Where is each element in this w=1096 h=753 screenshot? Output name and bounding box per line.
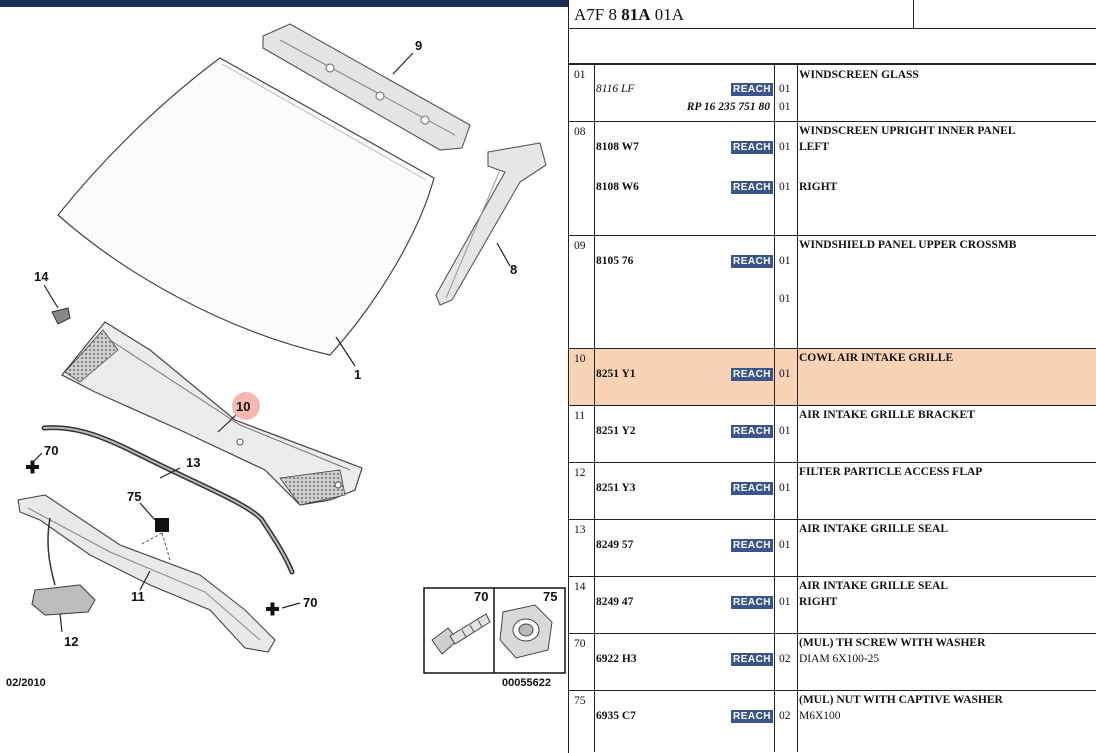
table-row-75[interactable]: 75 6935 C7 REACH 02 (MUL) NUT WITH CAPTI… [569,691,1096,752]
table-subheader [569,29,1096,65]
cowl-grille-part[interactable] [61,321,363,506]
grille-seal-part[interactable] [41,425,295,575]
parts-diagram: 9 8 1 14 10 13 75 70 11 12 70 02/2010 00… [0,0,568,689]
table-row-10[interactable]: 10 8251 Y1 REACH 01 COWL AIR INTAKE GRIL… [569,349,1096,406]
reach-badge[interactable]: REACH [731,596,773,609]
nut-marker-square [155,518,169,532]
table-row-09[interactable]: 09 8105 76 REACH 01 01 WINDSHIELD PANEL … [569,236,1096,349]
reach-badge[interactable]: REACH [731,425,773,438]
callout-8[interactable]: 8 [510,262,517,277]
screw-marker-plus-right [266,602,279,616]
callout-12[interactable]: 12 [64,634,78,649]
reach-badge[interactable]: REACH [731,710,773,723]
parts-table: A7F 8 81A 01A 01 8116 LF REACH 01 RP 16 … [568,0,1096,753]
table-row-01[interactable]: 01 8116 LF REACH 01 RP 16 235 751 80 01 … [569,65,1096,122]
table-row-08[interactable]: 08 8108 W7 REACH 01 WINDSCREEN UPRIGHT I… [569,122,1096,236]
callout-11[interactable]: 11 [131,589,145,604]
diagram-drawing: 9 8 1 14 10 13 75 70 11 12 70 02/2010 00… [6,23,566,689]
callout-70-left[interactable]: 70 [44,443,58,458]
callout-14[interactable]: 14 [34,269,49,284]
reach-badge[interactable]: REACH [731,368,773,381]
leader-lines [32,52,511,633]
reach-badge[interactable]: REACH [731,255,773,268]
screw-illustration[interactable] [431,613,491,655]
table-row-13[interactable]: 13 8249 57 REACH 01 AIR INTAKE GRILLE SE… [569,520,1096,577]
catalog-code: A7F 8 81A 01A [574,5,685,24]
table-row-11[interactable]: 11 8251 Y2 REACH 01 AIR INTAKE GRILLE BR… [569,406,1096,463]
reach-badge[interactable]: REACH [731,482,773,495]
diagram-top-bar [0,0,568,7]
reach-badge[interactable]: REACH [731,539,773,552]
table-row-12[interactable]: 12 8251 Y3 REACH 01 FILTER PARTICLE ACCE… [569,463,1096,520]
screw-marker-plus-left [26,460,39,474]
upright-inner-panel-part[interactable] [435,142,547,306]
callout-13[interactable]: 13 [186,455,200,470]
nut-illustration[interactable] [499,604,553,659]
callout-1[interactable]: 1 [354,367,361,382]
callout-10[interactable]: 10 [236,399,250,414]
callout-70-right[interactable]: 70 [303,595,317,610]
highlight-callout-10 [232,392,260,420]
reach-badge[interactable]: REACH [731,141,773,154]
table-row-70[interactable]: 70 6922 H3 REACH 02 (MUL) TH SCREW WITH … [569,634,1096,691]
table-header: A7F 8 81A 01A [569,0,1096,29]
access-flap-part[interactable] [31,584,96,616]
reach-badge[interactable]: REACH [731,653,773,666]
windscreen-glass-part[interactable] [57,57,435,356]
inset-label-70: 70 [474,589,488,604]
inset-label-75: 75 [543,589,557,604]
upper-crossmember-part[interactable] [262,23,471,151]
grille-bracket-part[interactable] [17,494,276,653]
diagram-reference: 00055622 [502,677,551,689]
table-row-14[interactable]: 14 8249 47 REACH 01 AIR INTAKE GRILLE SE… [569,577,1096,634]
fastener-inset: 70 75 [423,587,566,674]
seal-clip-part[interactable] [51,307,71,325]
callout-9[interactable]: 9 [415,38,422,53]
callout-75[interactable]: 75 [127,489,141,504]
diagram-date: 02/2010 [6,677,46,689]
reach-badge[interactable]: REACH [731,83,773,96]
reach-badge[interactable]: REACH [731,181,773,194]
